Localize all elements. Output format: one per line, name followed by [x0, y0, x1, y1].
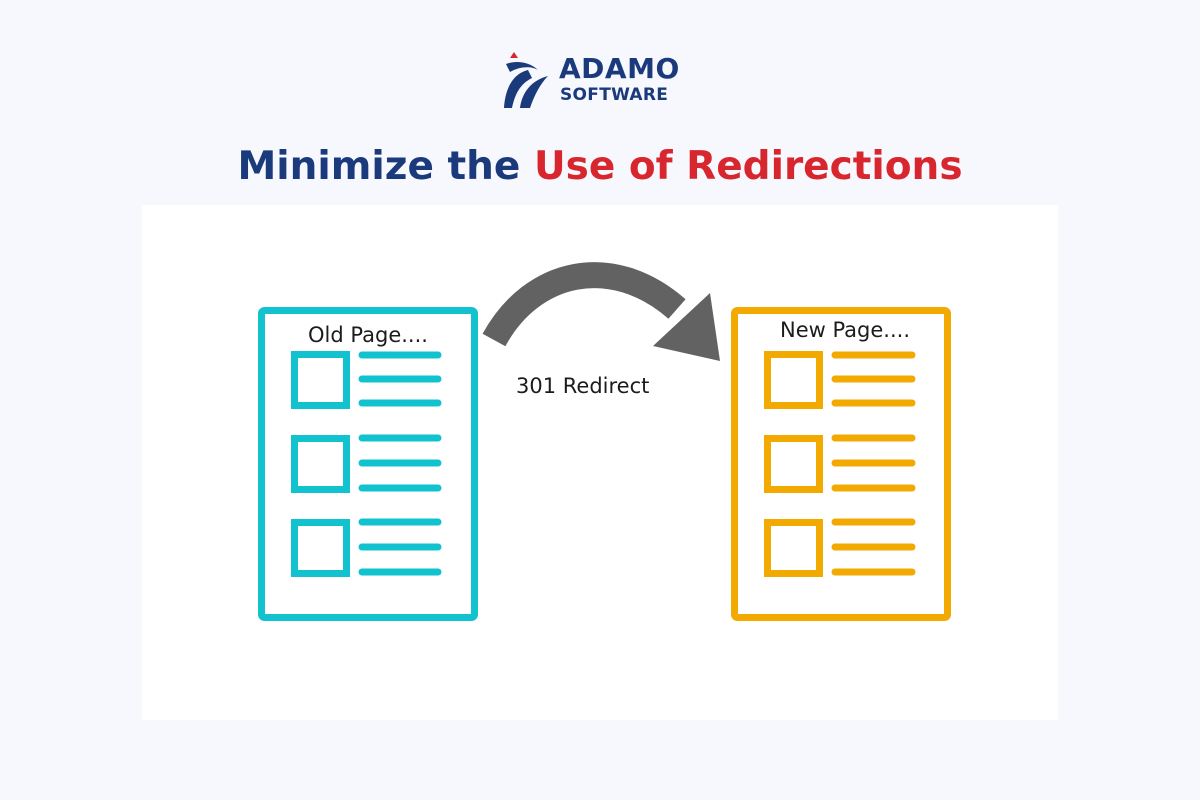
redirect-arrow [482, 262, 720, 361]
new-page-frame [731, 307, 951, 621]
brand-subname: SOFTWARE [560, 85, 669, 105]
redirect-arrow-shaft [482, 262, 686, 347]
new-page-label: New Page.... [780, 318, 910, 342]
redirect-diagram: Old Page.... New Page.... [258, 262, 951, 621]
old-page-frame [258, 307, 478, 621]
new-page-content [764, 351, 916, 577]
old-page-content [291, 351, 442, 577]
brand-name: ADAMO [559, 52, 680, 85]
new-page-thumb-1 [764, 351, 823, 409]
old-page-thumb-3 [291, 519, 350, 577]
old-page: Old Page.... [258, 307, 478, 621]
new-page-thumb-3 [764, 519, 823, 577]
old-page-label: Old Page.... [308, 323, 428, 347]
redirect-arrowhead-icon [653, 293, 720, 361]
title-part-1: Minimize the [237, 144, 521, 189]
logo-mark-icon [504, 52, 548, 108]
new-page-thumb-2 [764, 435, 823, 493]
title-part-2: Use of Redirections [533, 144, 963, 189]
page-title: Minimize the Use of Redirections [0, 142, 1200, 192]
redirect-label: 301 Redirect [516, 374, 649, 398]
new-page: New Page.... [731, 307, 951, 621]
diagram-panel: Old Page.... New Page.... [142, 205, 1058, 720]
brand-logo: ADAMO SOFTWARE [502, 52, 712, 112]
old-page-thumb-2 [291, 435, 350, 493]
old-page-thumb-1 [291, 351, 350, 409]
